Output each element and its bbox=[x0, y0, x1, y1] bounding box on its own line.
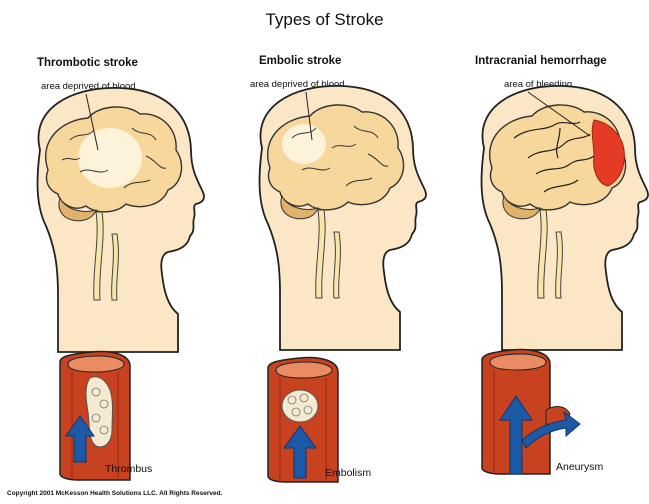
thrombotic-vessel bbox=[60, 352, 130, 480]
thrombus-label: Thrombus bbox=[105, 463, 152, 475]
embolus-clot bbox=[282, 390, 318, 422]
embolism-label: Embolism bbox=[325, 467, 371, 479]
aneurysm-label: Aneurysm bbox=[556, 461, 603, 473]
copyright-notice: Copyright 2001 McKesson Health Solutions… bbox=[7, 490, 222, 497]
embolic-vessel bbox=[268, 358, 338, 482]
hemorrhage-vessel bbox=[482, 350, 580, 474]
